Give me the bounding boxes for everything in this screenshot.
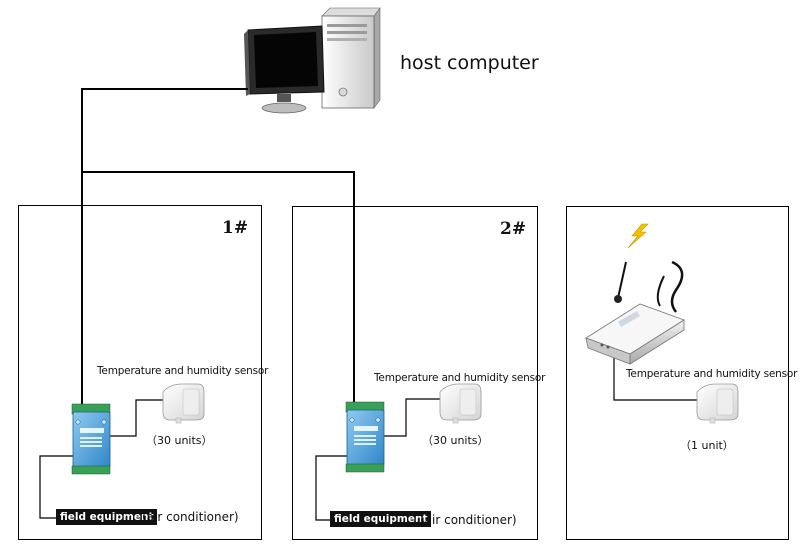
panel-2	[292, 206, 538, 540]
panel-1-units: （30 units）	[146, 434, 213, 447]
device-wires	[39, 352, 697, 521]
panel-1-number: 1#	[222, 218, 249, 238]
panel-2-sensor-label: Temperature and humidity sensor	[374, 372, 546, 384]
panel-1	[18, 205, 262, 540]
lightning-icon	[627, 223, 649, 249]
sensor-3-icon	[696, 383, 739, 424]
panel-2-number: 2#	[500, 219, 527, 239]
panel-2-aircon-label: (air conditioner)	[420, 513, 517, 527]
panel-3-units: （1 unit）	[680, 439, 734, 452]
acquisition-module-1-icon	[71, 403, 111, 475]
sensor-1-icon	[162, 383, 205, 424]
panel-1-field-equipment: field equipment	[56, 509, 158, 525]
bus-wires	[81, 88, 355, 408]
sensor-2-icon	[439, 383, 482, 424]
panel-3	[566, 206, 789, 540]
host-computer-icon	[244, 7, 381, 114]
panel-2-units: （30 units）	[422, 434, 489, 447]
panel-3-sensor-label: Temperature and humidity sensor	[626, 368, 798, 380]
host-computer-label: host computer	[400, 52, 539, 74]
panel-1-sensor-label: Temperature and humidity sensor	[97, 365, 269, 377]
panel-2-field-equipment: field equipment	[330, 511, 432, 527]
wireless-modem-icon	[585, 260, 685, 365]
acquisition-module-2-icon	[345, 401, 385, 473]
panel-1-aircon-label: (air conditioner)	[142, 510, 239, 524]
